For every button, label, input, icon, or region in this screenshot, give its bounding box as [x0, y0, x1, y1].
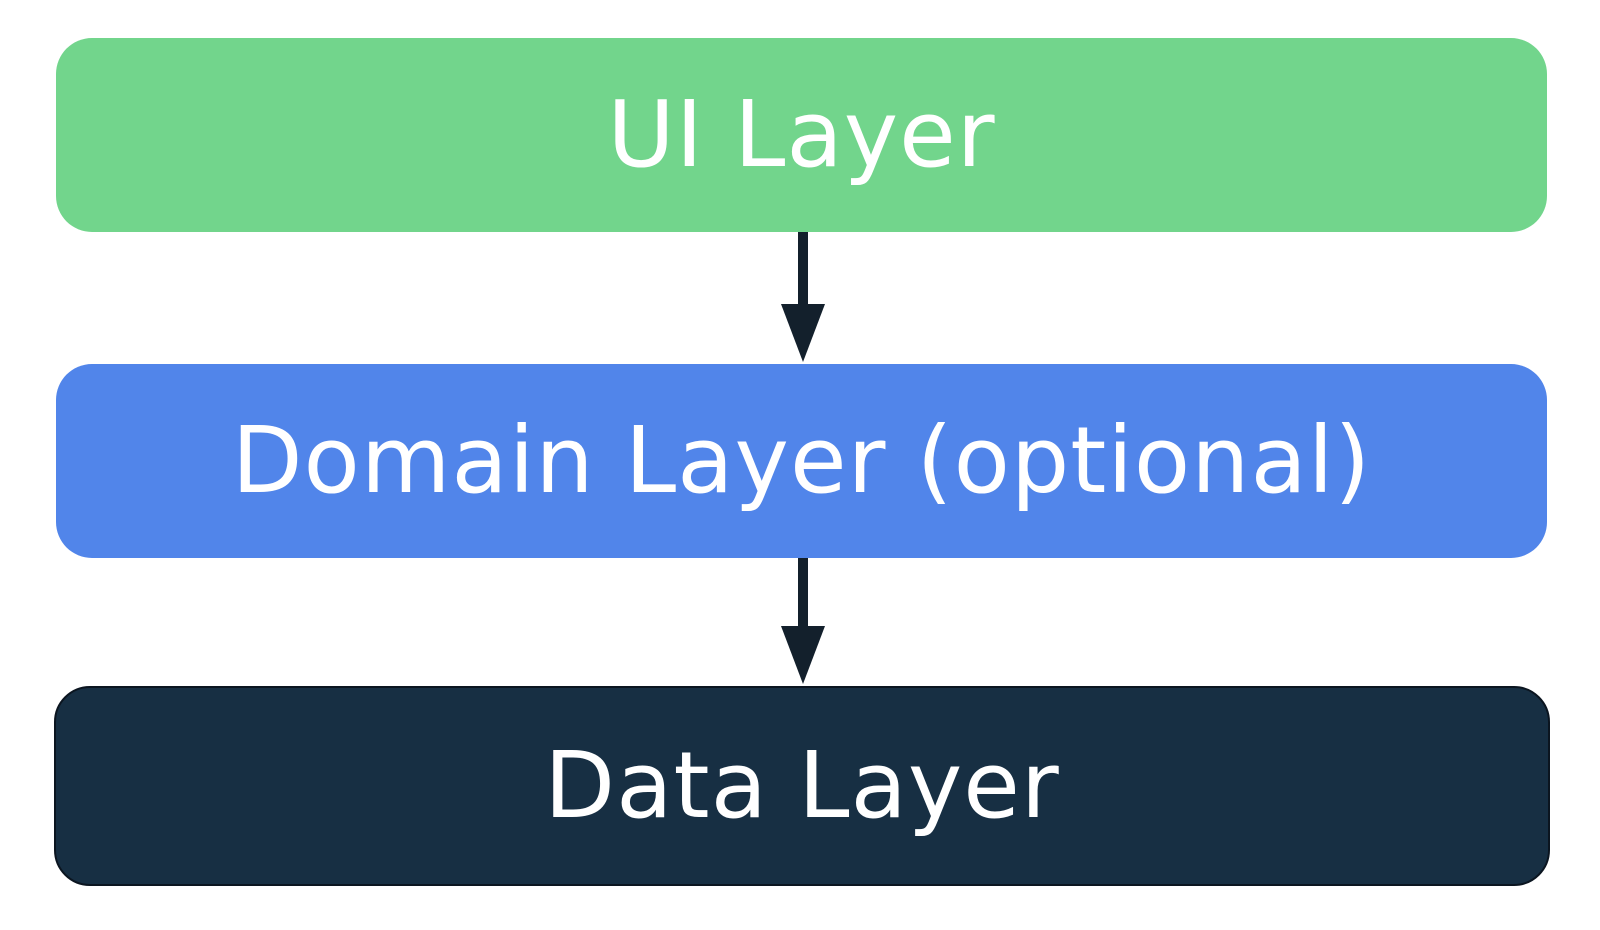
- data-layer-label: Data Layer: [544, 732, 1060, 839]
- data-layer-box: Data Layer: [54, 686, 1550, 886]
- ui-layer-box: UI Layer: [56, 38, 1547, 232]
- ui-to-domain-arrow-head: [781, 304, 825, 362]
- domain-layer-label: Domain Layer (optional): [231, 407, 1372, 514]
- ui-layer-label: UI Layer: [607, 81, 996, 188]
- domain-layer-box: Domain Layer (optional): [56, 364, 1547, 558]
- domain-to-data-arrow-head: [781, 626, 825, 684]
